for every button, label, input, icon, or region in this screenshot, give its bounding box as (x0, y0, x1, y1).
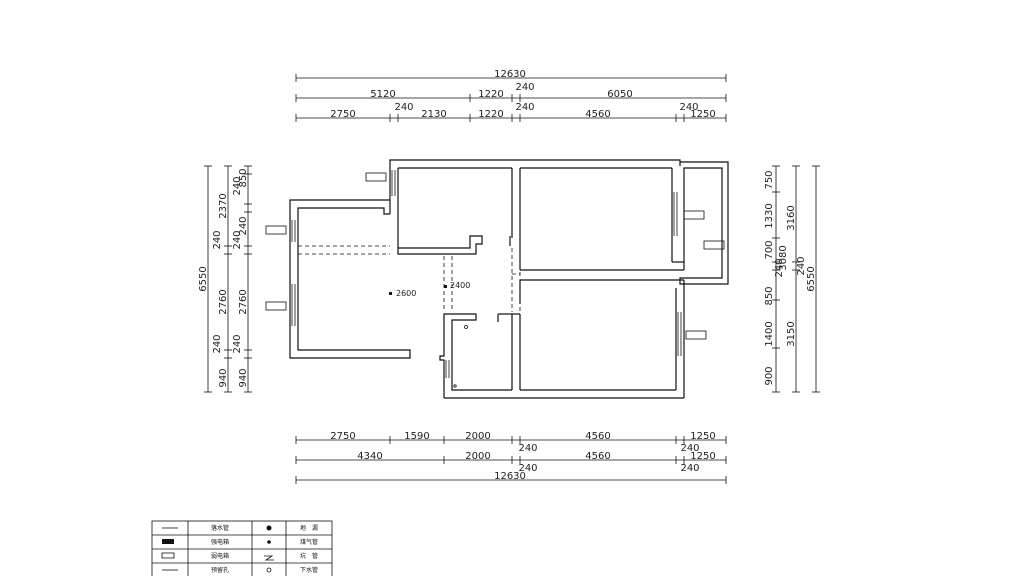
electric-box-2 (265, 225, 287, 235)
legend-gas-pipe: 煤气管 (300, 538, 318, 546)
top-dim-1220a: 1220 (478, 89, 503, 100)
right-dim-3150: 3150 (786, 321, 797, 346)
bottom-dim-240c: 240 (518, 463, 537, 474)
bottom-dim-2000b: 2000 (465, 451, 490, 462)
right-dim-1330: 1330 (764, 203, 775, 228)
electric-box-4 (683, 210, 705, 220)
right-dim-1400: 1400 (764, 321, 775, 346)
bottom-dim-240d: 240 (680, 463, 699, 474)
drain-mark (464, 325, 468, 329)
electric-box-1 (365, 172, 387, 182)
left-dim-2370: 2370 (218, 193, 229, 218)
power-box-symbol (162, 539, 174, 544)
ceiling-marker-1 (389, 292, 392, 295)
right-dim-750: 750 (764, 170, 775, 189)
top-dim-1250: 1250 (690, 109, 715, 120)
left-total-dim: 6550 (198, 266, 209, 291)
right-dim-240a: 240 (774, 258, 785, 277)
legend-floor-drain: 地 漏 (300, 524, 318, 532)
top-dim-6050: 6050 (607, 89, 632, 100)
ceiling-height-hall: 2400 (450, 281, 470, 290)
bottom-dimension-lines: 2750 1590 2000 240 4560 240 1250 4340 20… (295, 431, 727, 484)
bottom-dim-1250a: 1250 (690, 431, 715, 442)
left-dim-240f: 240 (232, 334, 243, 353)
right-total-dim: 6550 (806, 266, 817, 291)
top-dim-240b: 240 (394, 102, 413, 113)
bottom-dim-1590: 1590 (404, 431, 429, 442)
electric-box-5 (703, 240, 725, 250)
top-dimension-lines: 12630 5120 1220 240 6050 2750 240 2130 1… (295, 69, 727, 122)
legend-weak-box: 弱电箱 (211, 552, 229, 560)
legend-downpipe: 落水管 (211, 524, 229, 532)
pit-pipe-symbol (264, 555, 274, 561)
right-dim-3080: 3080 (778, 245, 789, 270)
right-dim-3160: 3160 (786, 205, 797, 230)
right-dim-240b: 240 (796, 256, 807, 275)
top-dim-240a: 240 (515, 82, 534, 93)
bottom-total-dim: 12630 (494, 471, 526, 482)
top-dim-240c: 240 (515, 102, 534, 113)
left-dim-240e: 240 (232, 230, 243, 249)
bottom-dim-240b: 240 (680, 443, 699, 454)
fixture-marks (265, 172, 725, 388)
left-dimension-lines: 6550 2370 240 2760 240 940 240 850 240 2… (198, 165, 252, 393)
electric-box-6 (685, 330, 707, 340)
right-dim-700: 700 (764, 240, 775, 259)
ceiling-height-living: 2600 (396, 289, 416, 298)
legend-table: 落水管 强电箱 弱电箱 预留孔 地 漏 煤气管 坑 管 下水管 (151, 520, 333, 576)
weak-box-symbol (161, 552, 175, 559)
floor-drain-symbol (266, 525, 272, 531)
top-dim-4560: 4560 (585, 109, 610, 120)
bottom-dim-4560b: 4560 (585, 451, 610, 462)
bottom-dim-2750: 2750 (330, 431, 355, 442)
top-dim-2130: 2130 (421, 109, 446, 120)
top-dim-1220b: 1220 (478, 109, 503, 120)
left-dim-2760a: 2760 (218, 289, 229, 314)
top-dim-240d: 240 (679, 102, 698, 113)
top-total-dim: 12630 (494, 69, 526, 80)
right-dim-900: 900 (764, 366, 775, 385)
dashed-openings (298, 245, 521, 312)
walls (289, 159, 729, 399)
left-dim-240c: 240 (232, 176, 243, 195)
top-dim-2750: 2750 (330, 109, 355, 120)
ceiling-marker-2 (444, 285, 447, 288)
bottom-dim-4340: 4340 (357, 451, 382, 462)
right-dimension-lines: 750 1330 700 3080 240 850 1400 900 3160 … (764, 165, 820, 393)
left-dim-240b: 240 (212, 334, 223, 353)
legend-drain-pipe: 下水管 (300, 566, 318, 574)
right-dim-850: 850 (764, 286, 775, 305)
left-dim-2760b: 2760 (238, 289, 249, 314)
windows (291, 170, 682, 378)
bottom-dim-2000a: 2000 (465, 431, 490, 442)
left-dim-850: 850 (238, 168, 249, 187)
pipe-mark (453, 384, 457, 388)
top-dim-5120: 5120 (370, 89, 395, 100)
left-dim-240d: 240 (238, 216, 249, 235)
electric-box-3 (265, 301, 287, 311)
bottom-dim-4560a: 4560 (585, 431, 610, 442)
bottom-dim-240a: 240 (518, 443, 537, 454)
left-dim-240a: 240 (212, 230, 223, 249)
legend-power-box: 强电箱 (211, 538, 229, 546)
left-dim-940a: 940 (218, 368, 229, 387)
left-dim-940b: 940 (238, 368, 249, 387)
bottom-dim-1250b: 1250 (690, 451, 715, 462)
legend-reserved-hole: 预留孔 (211, 566, 229, 574)
legend-pit-pipe: 坑 管 (300, 552, 318, 560)
drain-pipe-symbol (266, 567, 272, 573)
gas-pipe-symbol (267, 540, 271, 544)
